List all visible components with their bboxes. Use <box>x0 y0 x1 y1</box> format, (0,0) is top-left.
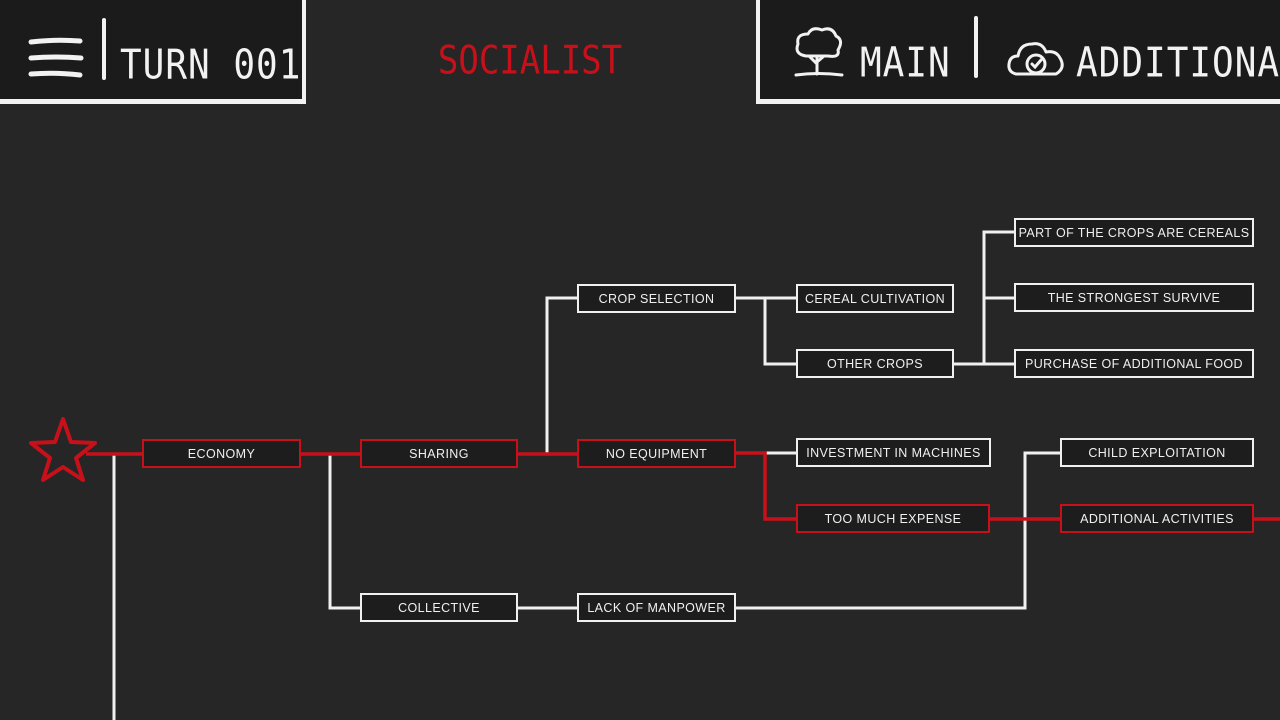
node-additional-activities[interactable]: ADDITIONAL ACTIVITIES <box>1060 504 1254 533</box>
main-tab-label: MAIN <box>860 39 951 87</box>
ideology-title: SOCIALIST <box>437 38 623 84</box>
hamburger-menu-icon[interactable] <box>28 36 84 80</box>
additional-tab[interactable]: ADDITIONAL <box>1006 22 1280 86</box>
node-strongest-survive[interactable]: THE STRONGEST SURVIVE <box>1014 283 1254 312</box>
node-cereal-cultivation[interactable]: CEREAL CULTIVATION <box>796 284 954 313</box>
red-star-icon[interactable] <box>29 417 97 482</box>
main-tab[interactable]: MAIN <box>790 22 950 86</box>
node-lack-of-manpower[interactable]: LACK OF MANPOWER <box>577 593 736 622</box>
cloud-check-icon <box>1007 42 1064 76</box>
node-part-of-crops-cereals[interactable]: PART OF THE CROPS ARE CEREALS <box>1014 218 1254 247</box>
node-no-equipment[interactable]: NO EQUIPMENT <box>577 439 736 468</box>
node-too-much-expense[interactable]: TOO MUCH EXPENSE <box>796 504 990 533</box>
additional-tab-label: ADDITIONAL <box>1076 39 1280 87</box>
tree-icon <box>794 27 844 77</box>
node-other-crops[interactable]: OTHER CROPS <box>796 349 954 378</box>
node-economy[interactable]: ECONOMY <box>142 439 301 468</box>
node-collective[interactable]: COLLECTIVE <box>360 593 518 622</box>
turn-counter: TURN 001 <box>120 41 302 89</box>
hud-left-panel: TURN 001 <box>0 0 306 104</box>
node-sharing[interactable]: SHARING <box>360 439 518 468</box>
hud-right-separator <box>974 16 978 78</box>
node-crop-selection[interactable]: CROP SELECTION <box>577 284 736 313</box>
hud-right-panel: MAIN ADDITIONAL <box>756 0 1280 104</box>
hud-separator <box>102 18 106 80</box>
node-child-exploitation[interactable]: CHILD EXPLOITATION <box>1060 438 1254 467</box>
node-purchase-additional-food[interactable]: PURCHASE OF ADDITIONAL FOOD <box>1014 349 1254 378</box>
node-investment-in-machines[interactable]: INVESTMENT IN MACHINES <box>796 438 991 467</box>
